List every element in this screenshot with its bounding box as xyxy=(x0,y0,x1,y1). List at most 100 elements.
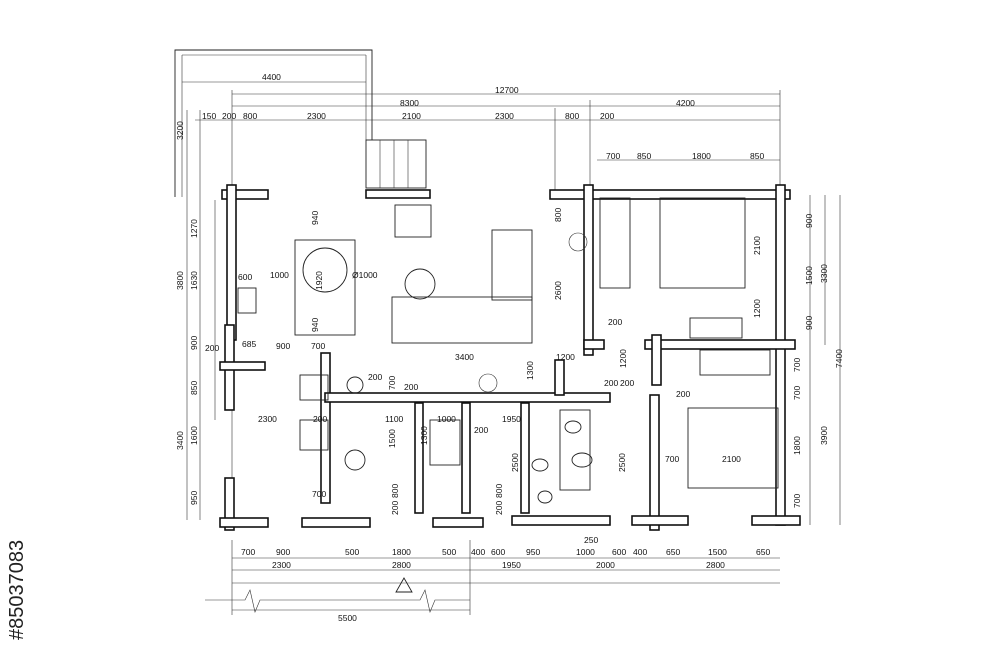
dimension-lines-side xyxy=(186,110,841,615)
dim-label: 700 xyxy=(311,341,325,351)
bed-2 xyxy=(687,407,779,489)
dim-label: 400 xyxy=(471,547,485,557)
dim-label: 200 xyxy=(474,425,488,435)
dim-label: 1270 xyxy=(189,219,199,238)
dim-label: Ø1000 xyxy=(352,270,378,280)
dim-label: 700 xyxy=(606,151,620,161)
bed-1 xyxy=(659,197,746,289)
dim-label: 600 xyxy=(238,272,252,282)
dim-label: 12700 xyxy=(495,85,519,95)
dim-label: 3900 xyxy=(819,426,829,445)
dim-label: 250 xyxy=(584,535,598,545)
dim-label: 1630 xyxy=(189,271,199,290)
dim-label: 500 xyxy=(345,547,359,557)
dim-label: 650 xyxy=(666,547,680,557)
dim-label: 3400 xyxy=(175,431,185,450)
dim-label: 3300 xyxy=(819,264,829,283)
dim-label: 850 xyxy=(637,151,651,161)
dim-label: 200 xyxy=(608,317,622,327)
dim-label: 1000 xyxy=(437,414,456,424)
dim-label: 900 xyxy=(276,341,290,351)
dim-label: 1200 xyxy=(752,299,762,318)
dim-label: 1200 xyxy=(556,352,575,362)
dim-label: 1950 xyxy=(502,414,521,424)
dim-label: 800 xyxy=(494,484,504,498)
dim-label: 2800 xyxy=(392,560,411,570)
dim-label: 600 xyxy=(491,547,505,557)
dim-label: 1800 xyxy=(392,547,411,557)
dim-label: 850 xyxy=(750,151,764,161)
dim-label: 200 xyxy=(404,382,418,392)
dim-label: 3200 xyxy=(175,121,185,140)
dim-label: 200 xyxy=(205,343,219,353)
dim-label: 900 xyxy=(276,547,290,557)
dim-label: 2300 xyxy=(307,111,326,121)
dim-label: 600 xyxy=(612,547,626,557)
dining-table xyxy=(294,239,356,336)
dim-label: 2300 xyxy=(258,414,277,424)
dim-label: 800 xyxy=(553,208,563,222)
dim-label: 1920 xyxy=(314,271,324,290)
dim-label: 200 xyxy=(368,372,382,382)
dim-label: 2000 xyxy=(596,560,615,570)
dim-label: 3400 xyxy=(455,352,474,362)
dimension-labels: 4400 12700 8300 4200 150 200 800 2300 21… xyxy=(175,72,844,623)
dim-label: 400 xyxy=(633,547,647,557)
dim-label: 1950 xyxy=(502,560,521,570)
dim-label: 1800 xyxy=(692,151,711,161)
dim-label: 200 xyxy=(390,501,400,515)
dim-label: 150 xyxy=(202,111,216,121)
dim-label: 200 xyxy=(676,389,690,399)
dim-label: 500 xyxy=(442,547,456,557)
dim-label: 2100 xyxy=(752,236,762,255)
dim-label: 3800 xyxy=(175,271,185,290)
dim-label: 2600 xyxy=(553,281,563,300)
dim-label: 700 xyxy=(312,489,326,499)
walls xyxy=(219,184,801,531)
dim-label: 1000 xyxy=(270,270,289,280)
dim-label: 200 xyxy=(600,111,614,121)
dim-label: 1600 xyxy=(189,426,199,445)
dim-label: 200 xyxy=(313,414,327,424)
dim-label: 200 xyxy=(620,378,634,388)
dim-label: 1500 xyxy=(708,547,727,557)
dim-label: 850 xyxy=(189,381,199,395)
dim-label: 1200 xyxy=(618,349,628,368)
dim-label: 700 xyxy=(387,376,397,390)
dim-label: 2300 xyxy=(272,560,291,570)
dimension-lines-top xyxy=(182,81,781,525)
sofa xyxy=(391,296,533,344)
dim-label: 7400 xyxy=(834,349,844,368)
dim-label: 950 xyxy=(189,491,199,505)
dim-label: 940 xyxy=(310,211,320,225)
dim-label: 700 xyxy=(665,454,679,464)
dim-label: 800 xyxy=(390,484,400,498)
dim-label: 200 xyxy=(494,501,504,515)
dim-label: 1300 xyxy=(419,426,429,445)
dim-label: 1100 xyxy=(385,414,404,424)
dim-label: 900 xyxy=(189,336,199,350)
dim-label: 2800 xyxy=(706,560,725,570)
dim-label: 8300 xyxy=(400,98,419,108)
dim-label: 2100 xyxy=(402,111,421,121)
staircase xyxy=(365,139,427,189)
dim-label: 700 xyxy=(792,358,802,372)
dim-label: 685 xyxy=(242,339,256,349)
dim-label: 2500 xyxy=(617,453,627,472)
dim-label: 940 xyxy=(310,318,320,332)
dim-label: 1800 xyxy=(792,436,802,455)
dim-label: 200 xyxy=(604,378,618,388)
dim-label: 900 xyxy=(804,214,814,228)
dim-label: 4400 xyxy=(262,72,281,82)
furniture xyxy=(237,139,779,504)
dim-label: 950 xyxy=(526,547,540,557)
dim-label: 2300 xyxy=(495,111,514,121)
dim-label: 5500 xyxy=(338,613,357,623)
dim-label: 700 xyxy=(792,386,802,400)
dim-label: 700 xyxy=(792,494,802,508)
wardrobe xyxy=(599,197,631,289)
dim-label: 4200 xyxy=(676,98,695,108)
dim-label: 900 xyxy=(804,316,814,330)
dim-label: 200 xyxy=(222,111,236,121)
